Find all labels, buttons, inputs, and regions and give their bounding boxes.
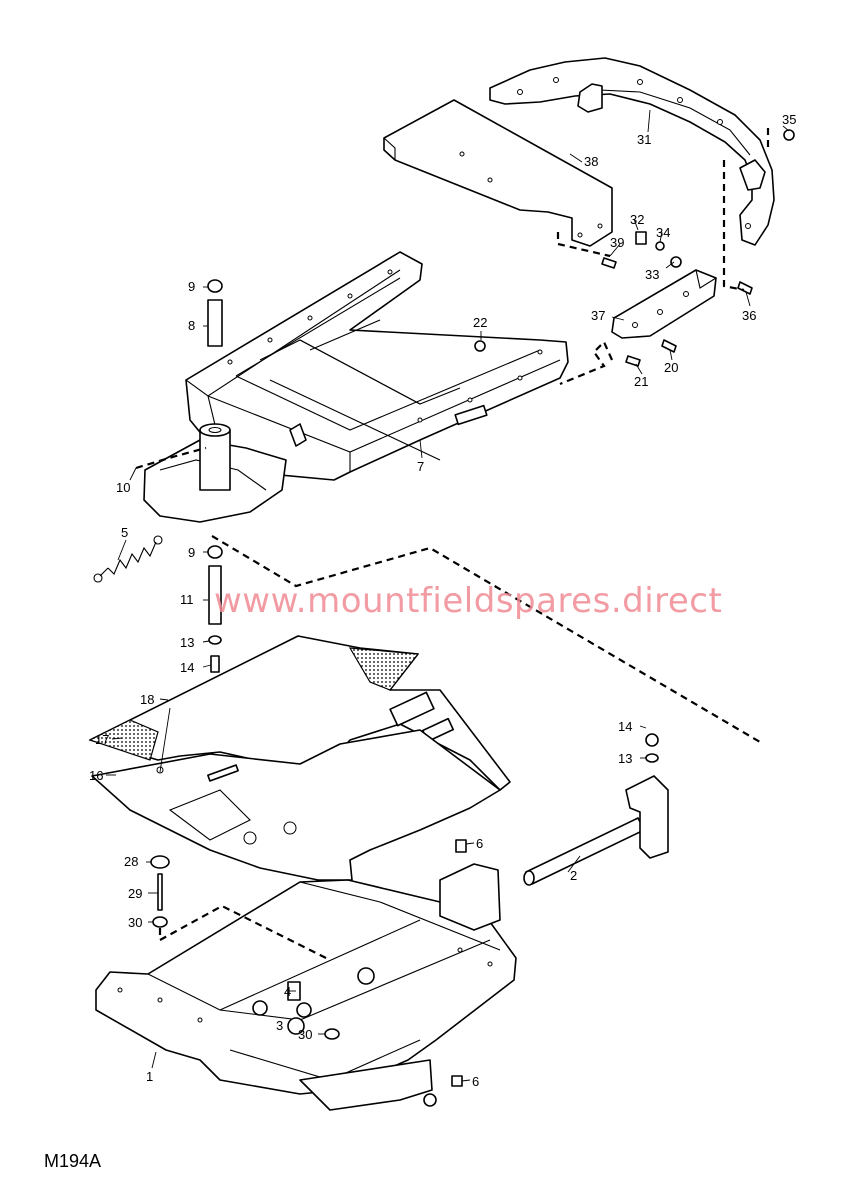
callout-32: 32 xyxy=(630,212,644,227)
callout-14-left: 14 xyxy=(180,660,194,675)
watermark: www.mountfieldspares.direct xyxy=(214,581,722,621)
part-16-floor-plate xyxy=(91,729,501,881)
callout-16: 16 xyxy=(89,768,103,783)
part-1-base-frame xyxy=(95,839,517,1111)
part-37-mounting-bracket xyxy=(611,269,717,339)
part-31-rear-bumper xyxy=(489,57,775,246)
rear-fasteners xyxy=(601,129,795,367)
callout-33: 33 xyxy=(645,267,659,282)
callout-38: 38 xyxy=(584,154,598,169)
callout-9-lower: 9 xyxy=(188,545,195,560)
callout-labels: 35 31 38 32 34 39 33 36 37 9 8 22 20 21 … xyxy=(89,112,796,1089)
callout-29: 29 xyxy=(128,886,142,901)
callout-35: 35 xyxy=(782,112,796,127)
part-2-axle xyxy=(523,733,669,886)
callout-9-upper: 9 xyxy=(188,279,195,294)
callout-17: 17 xyxy=(95,732,109,747)
callout-13-left: 13 xyxy=(180,635,194,650)
callout-4: 4 xyxy=(284,984,291,999)
part-7-upper-frame xyxy=(185,251,569,481)
callout-36: 36 xyxy=(742,308,756,323)
callout-39: 39 xyxy=(610,235,624,250)
callout-5: 5 xyxy=(121,525,128,540)
callout-22: 22 xyxy=(473,315,487,330)
callout-6-upper: 6 xyxy=(476,836,483,851)
pivot-pins xyxy=(207,279,486,673)
callout-34: 34 xyxy=(656,225,670,240)
callout-6-lower: 6 xyxy=(472,1074,479,1089)
callout-30-left: 30 xyxy=(128,915,142,930)
callout-30-right: 30 xyxy=(298,1027,312,1042)
leader-lines xyxy=(106,109,790,1082)
callout-11: 11 xyxy=(180,592,194,607)
callout-8: 8 xyxy=(188,318,195,333)
assembly-dashed-lines xyxy=(135,128,770,961)
diagram-code: M194A xyxy=(44,1151,101,1171)
callout-3: 3 xyxy=(276,1018,283,1033)
pivot-assembly xyxy=(143,423,307,523)
callout-21: 21 xyxy=(634,374,648,389)
callout-31: 31 xyxy=(637,132,651,147)
callout-2: 2 xyxy=(570,868,577,883)
callout-13-right: 13 xyxy=(618,751,632,766)
part-17-floor-mat xyxy=(88,635,511,791)
callout-37: 37 xyxy=(591,308,605,323)
bolt-stack-28-29-30 xyxy=(150,855,340,1040)
callout-14-right: 14 xyxy=(618,719,632,734)
callout-7: 7 xyxy=(417,459,424,474)
callout-28: 28 xyxy=(124,854,138,869)
callout-20: 20 xyxy=(664,360,678,375)
callout-18: 18 xyxy=(140,692,154,707)
callout-10: 10 xyxy=(116,480,130,495)
part-5-spring xyxy=(93,535,163,583)
part-38-rear-cover-plate xyxy=(383,99,613,247)
callout-1: 1 xyxy=(146,1069,153,1084)
